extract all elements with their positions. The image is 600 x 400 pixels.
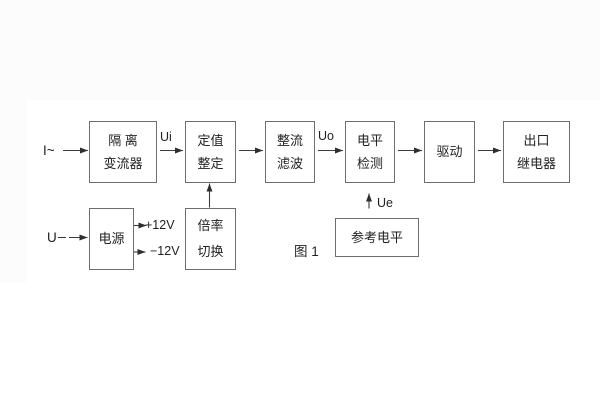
block-line: 电源 (98, 231, 125, 246)
block-line: 滤波 (276, 155, 303, 171)
block-line: 检测 (356, 155, 383, 171)
label-input-current: I~ (43, 143, 55, 158)
block-power-supply: 电源 (89, 208, 134, 270)
label-signal-ue: Ue (377, 196, 393, 210)
block-line: 整定 (197, 155, 224, 171)
block-ratio-switch: 倍率 切换 (185, 208, 236, 270)
block-line: 电平 (356, 132, 383, 148)
block-line: 驱动 (436, 144, 463, 159)
label-input-voltage: U (47, 230, 57, 245)
page-margin-top (0, 0, 600, 100)
block-rectifier-filter: 整流 滤波 (265, 121, 315, 183)
block-output-relay: 出口 继电器 (503, 121, 570, 183)
label-signal-ui: Ui (160, 130, 172, 144)
label-signal-uo: Uo (318, 129, 334, 143)
block-setting-adjust: 定值 整定 (185, 121, 236, 183)
block-line: 参考电平 (350, 229, 403, 245)
figure-caption: 图 1 (294, 244, 319, 259)
block-line: 倍率 (197, 218, 224, 233)
label-plus-12v: +12V (145, 218, 175, 232)
block-line: 继电器 (516, 155, 556, 171)
block-line: 切换 (197, 244, 224, 259)
block-driver: 驱动 (424, 121, 475, 183)
block-line: 变流器 (103, 155, 143, 171)
block-line: 定值 (197, 132, 224, 148)
block-line: 隔 离 (108, 132, 138, 148)
block-line: 整流 (276, 132, 303, 148)
block-level-detector: 电平 检测 (345, 121, 395, 183)
block-reference-level: 参考电平 (335, 218, 419, 257)
label-minus-12v: −12V (150, 244, 180, 258)
block-line: 出口 (523, 132, 550, 148)
page-margin-left (0, 100, 26, 283)
block-isolation-converter: 隔 离 变流器 (89, 121, 157, 183)
